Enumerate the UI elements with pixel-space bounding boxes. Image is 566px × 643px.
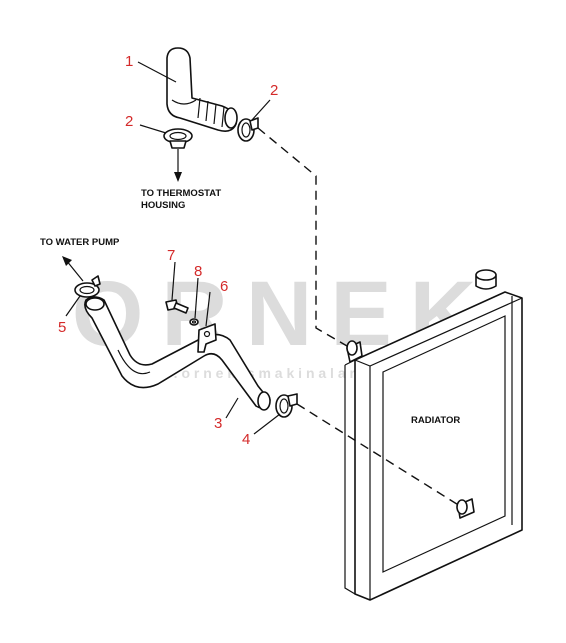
- to-thermostat-label-line1: TO THERMOSTAT: [141, 188, 221, 199]
- callout-3: 3: [214, 415, 222, 432]
- lower-assembly-line: [296, 403, 461, 507]
- lower-clamp-left: [74, 275, 101, 298]
- callout-6: 6: [220, 278, 228, 295]
- to-thermostat-arrow: [174, 149, 182, 182]
- upper-hose: [166, 47, 238, 132]
- upper-assembly-line: [257, 127, 348, 347]
- callout-8: 8: [194, 263, 202, 280]
- lower-hose: [84, 296, 271, 411]
- to-water-pump-arrow: [62, 256, 84, 282]
- bolt: [165, 299, 189, 314]
- hose-bracket: [197, 323, 217, 353]
- callout-4: 4: [242, 431, 250, 448]
- upper-clamp-left: [163, 128, 193, 149]
- callout-2-left: 2: [125, 113, 133, 130]
- upper-clamp-right: [237, 117, 259, 142]
- radiator: RADIATOR: [344, 269, 523, 601]
- to-thermostat-label-line2: HOUSING: [141, 200, 185, 211]
- to-water-pump-label: TO WATER PUMP: [40, 237, 120, 248]
- lower-clamp-right: [275, 393, 298, 418]
- callout-5: 5: [58, 319, 66, 336]
- callout-1: 1: [125, 53, 133, 70]
- callout-2-right: 2: [270, 82, 278, 99]
- radiator-label: RADIATOR: [411, 415, 460, 426]
- callout-7: 7: [167, 247, 175, 264]
- washer: [189, 318, 199, 326]
